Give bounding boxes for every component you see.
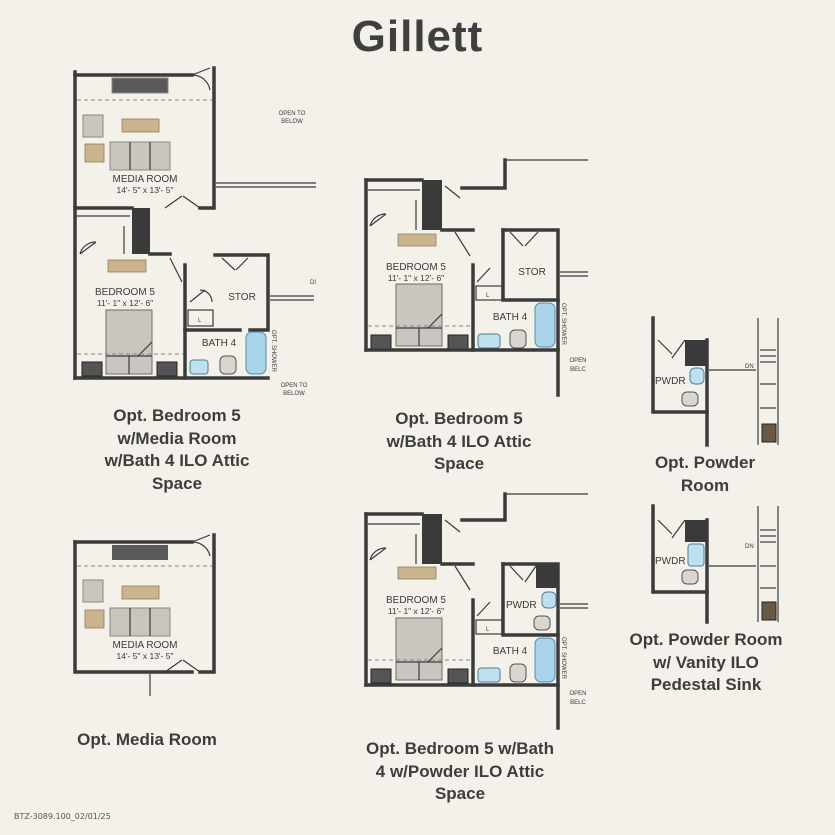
open-belc-label-4: BELC [570,700,586,706]
page-title: Gillett [351,12,484,61]
media-room-label-2: MEDIA ROOM [112,640,177,651]
caption-bedroom5-media: Opt. Bedroom 5 w/Media Room w/Bath 4 ILO… [104,406,250,493]
plan-bedroom5-bath4: STOR L BEDROOM 5 11'- 1" x 12'- 6" BATH … [364,158,588,397]
di-label: DI [310,280,316,286]
bedroom5-dims-3: 11'- 1" x 12'- 6" [388,606,444,616]
stor-label: STOR [228,292,256,303]
bath4-label-2: BATH 4 [493,312,528,323]
pwdr-label-2: PWDR [506,600,537,611]
caption-powder-vanity: Opt. Powder Room w/ Vanity ILO Pedestal … [629,630,783,694]
linen-label-2: L [486,293,490,299]
bedroom5-label: BEDROOM 5 [95,287,155,298]
bedroom5-label-3: BEDROOM 5 [386,595,446,606]
media-room-dims: 14'- 5" x 13'- 5" [116,185,173,195]
pwdr-label-3: PWDR [655,556,686,567]
caption-bedroom5-bath4: Opt. Bedroom 5 w/Bath 4 ILO Attic Space [386,409,532,473]
open-belc-label-3: OPEN [569,691,586,697]
caption-media-room: Opt. Media Room [77,730,217,749]
opt-shower-label: OPT. SHOWER [270,330,276,373]
open-to-below-label: OPEN TO [279,111,306,117]
linen-label-3: L [486,627,490,633]
media-room-label: MEDIA ROOM [112,174,177,185]
open-belc-label: OPEN [569,358,586,364]
footer-code: BTZ-3089.100_02/01/25 [14,812,111,821]
media-room-dims-2: 14'- 5" x 13'- 5" [116,651,173,661]
bedroom5-label-2: BEDROOM 5 [386,262,446,273]
plan-powder-vanity: PWDR DN [651,504,779,624]
plan-bedroom5-media: MEDIA ROOM 14'- 5" x 13'- 5" OPEN TO BEL… [73,66,316,397]
opt-shower-label-2: OPT. SHOWER [560,303,566,346]
caption-bedroom5-powder: Opt. Bedroom 5 w/Bath 4 w/Powder ILO Att… [366,739,554,803]
bath4-label: BATH 4 [202,338,237,349]
bath4-label-3: BATH 4 [493,646,528,657]
open-to-below-bottom-2: BELOW [283,391,305,397]
open-belc-label-2: BELC [570,367,586,373]
plan-media-room: MEDIA ROOM 14'- 5" x 13'- 5" [73,533,216,696]
caption-powder-room: Opt. Powder Room [654,453,756,495]
stor-label-2: STOR [518,267,546,278]
bedroom5-dims-2: 11'- 1" x 12'- 6" [388,273,444,283]
dn-label-2: DN [745,544,754,550]
opt-shower-label-3: OPT. SHOWER [560,637,566,680]
open-to-below-label-2: BELOW [281,119,303,125]
open-to-below-bottom: OPEN TO [281,383,308,389]
pwdr-label: PWDR [655,376,686,387]
plan-powder-room: PWDR DN [651,316,779,447]
dn-label: DN [745,364,754,370]
plan-bedroom5-powder: PWDR L BEDROOM 5 11'- 1" x 12'- 6" BATH … [364,492,588,730]
bedroom5-dims: 11'- 1" x 12'- 6" [97,298,153,308]
linen-label: L [198,318,202,324]
